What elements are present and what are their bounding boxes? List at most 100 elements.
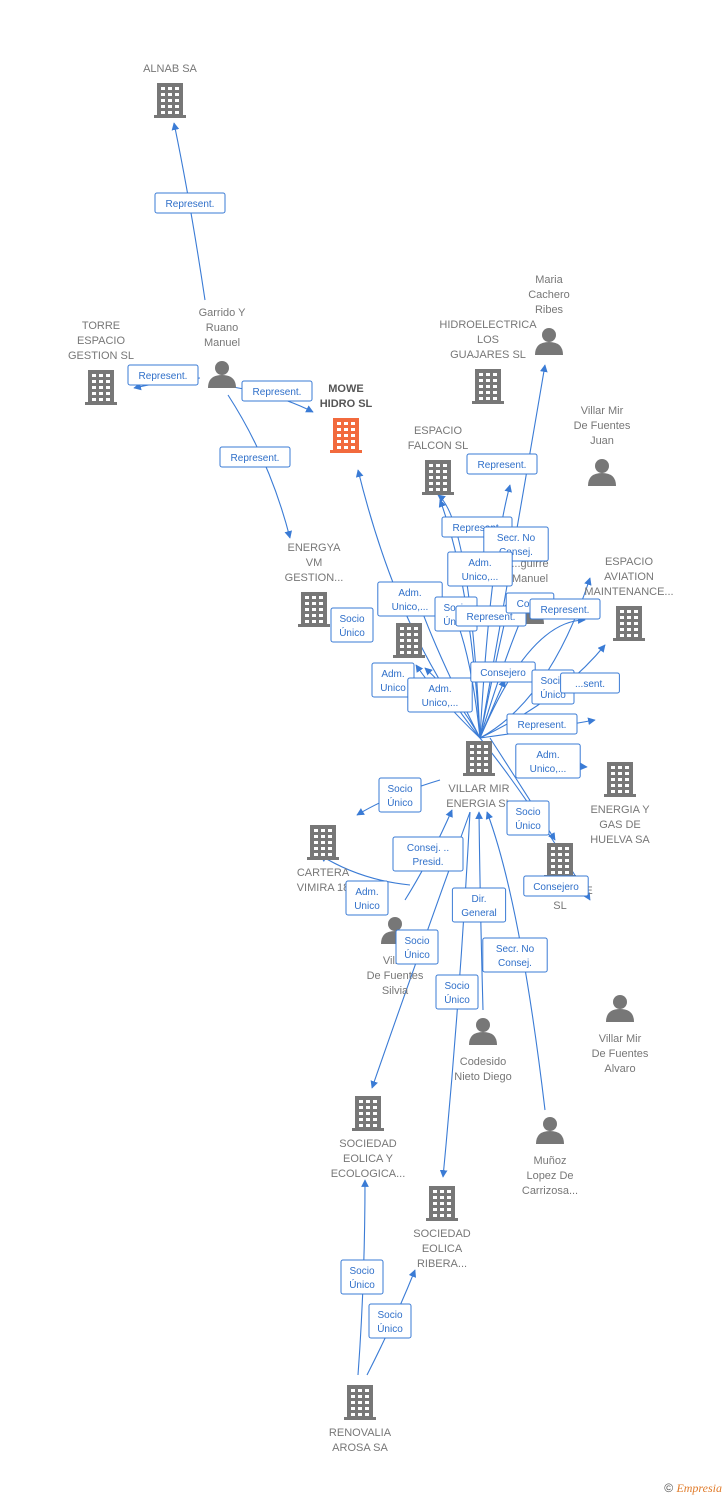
- edge-label[interactable]: Represent.: [219, 446, 291, 468]
- edge-label-text: Unico,...: [392, 602, 429, 613]
- building-icon: [85, 370, 117, 405]
- node-label: EOLICA Y: [343, 1153, 394, 1165]
- edge-label-text: Único: [515, 819, 541, 832]
- edge-label-text: Represent.: [478, 460, 527, 471]
- person-icon: [606, 995, 634, 1022]
- footer-brand[interactable]: © Empresia: [664, 1481, 722, 1496]
- edge-label-box: [127, 364, 199, 386]
- edge-label-text: General: [461, 908, 497, 919]
- edge-label-text: Único: [540, 688, 566, 701]
- relationship-edge: [479, 679, 506, 739]
- node-label: Alvaro: [604, 1063, 635, 1075]
- edge-label-box: [529, 598, 601, 620]
- node-label: FALCON SL: [408, 440, 469, 452]
- node-label: VM: [306, 557, 323, 569]
- node-label: ALNAB SA: [143, 63, 197, 75]
- node-label: Silvia: [382, 985, 409, 997]
- node-label: RIBERA...: [417, 1258, 467, 1270]
- edge-label-box: [506, 800, 550, 836]
- node-label: ENERGIA SL: [446, 798, 511, 810]
- building-icon: [422, 460, 454, 495]
- node-label: ESPACIO: [605, 556, 654, 568]
- edge-label-text: Dir.: [472, 894, 487, 905]
- person-icon: [588, 459, 616, 486]
- edge-label[interactable]: Consejero: [470, 661, 536, 683]
- node-label: HIDRO SL: [320, 398, 373, 410]
- building-icon: [307, 825, 339, 860]
- edge-label-box: [435, 974, 479, 1010]
- person-icon: [536, 1117, 564, 1144]
- person-icon: [535, 328, 563, 355]
- node-label: ESPACIO: [77, 335, 126, 347]
- edge-label[interactable]: Represent.: [241, 380, 313, 402]
- edge-label[interactable]: Represent.: [154, 192, 226, 214]
- edge-label[interactable]: Adm.Unico: [345, 880, 389, 916]
- edge-label-box: [515, 743, 581, 779]
- edge-label-text: Represent.: [518, 720, 567, 731]
- edge-label-text: Unico,...: [422, 698, 459, 709]
- building-icon: [544, 843, 576, 878]
- edge-label-text: Adm.: [428, 684, 451, 695]
- edge-label[interactable]: Represent.: [127, 364, 199, 386]
- edge-label-text: Único: [349, 1278, 375, 1291]
- edge-label[interactable]: Represent.: [506, 713, 578, 735]
- edge-label-box: [368, 1303, 412, 1339]
- node-label: ECOLOGICA...: [331, 1168, 406, 1180]
- edge-label[interactable]: Represent.: [466, 453, 538, 475]
- node-label: EOLICA: [422, 1243, 463, 1255]
- node-espacio-aviation[interactable]: ESPACIOAVIATIONMAINTENANCE...: [584, 556, 674, 641]
- edge-label[interactable]: Adm. Unico,...: [407, 677, 473, 713]
- edge-label[interactable]: Adm.Unico,...: [447, 551, 513, 587]
- edge-label[interactable]: ...sent.: [560, 672, 620, 694]
- edge-label[interactable]: Represent.: [529, 598, 601, 620]
- node-label: De Fuentes: [574, 420, 631, 432]
- node-label: GESTION...: [285, 572, 344, 584]
- node-label: ENERGYA: [288, 542, 342, 554]
- edge-label-text: Represent.: [231, 453, 280, 464]
- edge-label[interactable]: Consej. ..Presid.: [392, 836, 464, 872]
- node-sociedad-eolica-rib[interactable]: SOCIEDADEOLICARIBERA...: [413, 1186, 471, 1270]
- edge-label-box: [340, 1259, 384, 1295]
- building-icon: [352, 1096, 384, 1131]
- edge-label-text: Adm.: [468, 558, 491, 569]
- edge-label[interactable]: Consejero: [523, 875, 589, 897]
- edge-label-text: Unico,...: [530, 764, 567, 775]
- edge-label-box: [154, 192, 226, 214]
- edge-label[interactable]: Dir. General: [451, 887, 507, 923]
- edge-label-text: Represent.: [139, 371, 188, 382]
- edge-label-box: [523, 875, 589, 897]
- edge-label-text: Adm.: [355, 887, 378, 898]
- relationship-edge: [485, 811, 546, 1111]
- node-label: Garrido Y: [199, 307, 247, 319]
- edge-label[interactable]: Adm.Unico,...: [515, 743, 581, 779]
- node-energya-vm[interactable]: ENERGYA VM GESTION...: [285, 542, 344, 627]
- edge-label[interactable]: Adm.Unico: [371, 662, 415, 698]
- edge-label-text: Represent.: [467, 612, 516, 623]
- node-alnab[interactable]: ALNAB SA: [143, 63, 198, 118]
- edge-label[interactable]: Adm.Unico,...: [377, 581, 443, 617]
- node-label: Muñoz: [533, 1155, 566, 1167]
